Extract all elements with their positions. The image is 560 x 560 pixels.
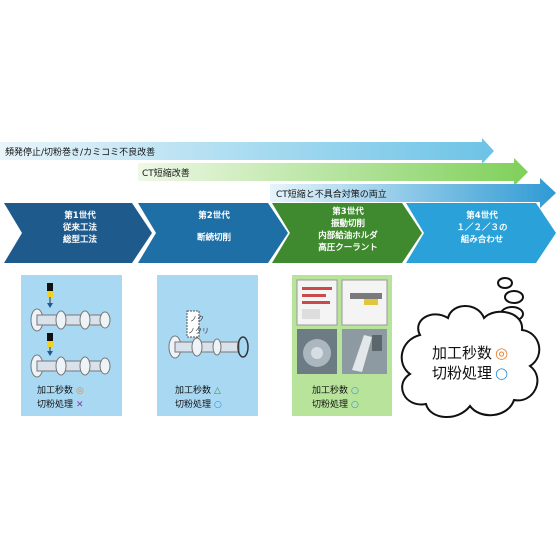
panel-1-row-2: 切粉処理✕ (37, 400, 84, 410)
panel-3-row-2: 切粉処理○ (312, 400, 359, 410)
generation-1-text: 第1世代 従来工法 総型工法 (62, 211, 97, 245)
lathe-diagram-2: ノク ノクリ (168, 310, 249, 359)
cloud-row-1: 加工秒数◎ (432, 344, 509, 362)
photo-collage (296, 279, 388, 374)
chevron-3 (272, 203, 422, 263)
chevron-2 (138, 203, 288, 263)
generation-3-text: 第3世代 振動切削 内部給油ホルダ 高圧クーラント (318, 207, 378, 253)
panel-1-row-1: 加工秒数◎ (37, 386, 84, 396)
svg-text:ノク: ノク (190, 315, 204, 323)
panel-gen2: ノク ノクリ 加工秒数△ 切粉処理○ (157, 275, 258, 416)
arrow-2-label: CT短縮改善 (142, 169, 190, 179)
generation-2-text: 第2世代 断続切削 (196, 211, 231, 243)
arrow-1-shape (0, 138, 494, 164)
panel-gen1: 加工秒数◎ 切粉処理✕ (21, 275, 122, 416)
progress-arrows (0, 138, 556, 208)
arrow-2-shape (138, 158, 528, 186)
generation-chevrons (4, 203, 556, 263)
cloud-row-2: 切粉処理○ (432, 364, 509, 382)
arrow-1-label: 頻発停止/切粉巻き/カミコミ不良改善 (5, 148, 156, 158)
chevron-1 (4, 203, 152, 263)
arrow-3-shape (270, 178, 556, 208)
panel-2-row-2: 切粉処理○ (175, 400, 222, 410)
arrow-3-label: CT短縮と不具合対策の両立 (276, 190, 387, 200)
lathe-diagram-1 (30, 283, 111, 378)
generation-4-text: 第4世代 １／２／３の 組み合わせ (456, 211, 508, 245)
panel-2-row-1: 加工秒数△ (175, 386, 221, 396)
svg-text:ノクリ: ノクリ (188, 327, 209, 335)
panel-3-row-1: 加工秒数○ (312, 386, 359, 396)
panel-gen3: 加工秒数○ 切粉処理○ (292, 275, 392, 416)
chevron-4 (406, 203, 556, 263)
